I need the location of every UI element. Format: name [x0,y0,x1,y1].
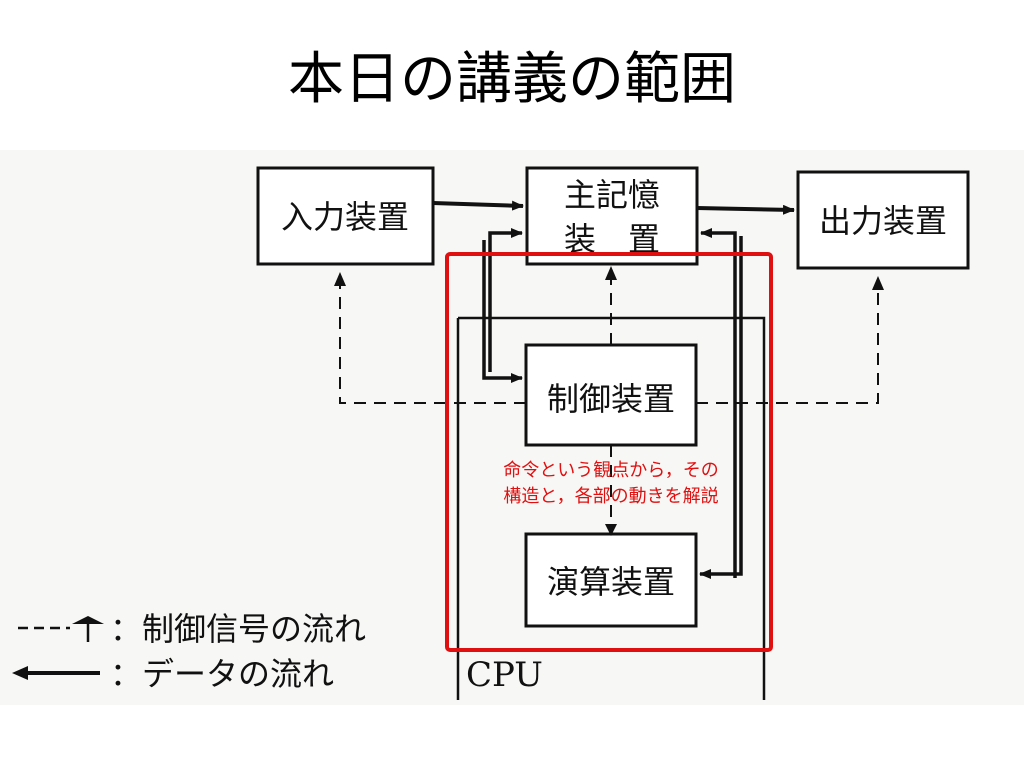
cpu-enclosure [456,316,766,700]
data-arrow-memory-to-output [696,204,795,215]
control-signal-arrowheads [334,266,884,536]
lecture-scope-highlight [445,252,773,652]
legend-data-flow-text: ：データの流れ [110,655,334,693]
alu-label: 演算装置 [547,563,675,601]
data-arrow-input-to-memory [432,200,524,211]
highlight-note-line2: 構造と，各部の動きを解説 [503,486,718,507]
slide-title: 本日の講義の範囲 [288,47,736,112]
output-device-box [796,170,970,270]
data-arrow-alu-memory [699,236,743,579]
control-unit-label: 制御装置 [547,380,675,418]
input-device-box [256,166,435,266]
legend-control-signal [18,616,104,642]
cpu-label: CPU [466,655,543,695]
data-arrow-memory-control [488,228,523,372]
control-signal-lines [339,274,879,530]
highlight-note-line1: 命令という観点から，その [503,460,718,481]
main-memory-label-line2: 装 置 [564,220,660,258]
legend-control-signal-text: ：制御信号の流れ [110,610,366,648]
main-memory-label-line1: 主記憶 [564,176,660,214]
legend-data-flow [12,666,100,680]
alu-box [524,532,698,628]
main-memory-box [525,166,699,266]
input-device-label: 入力装置 [281,198,409,236]
output-device-label: 出力装置 [819,202,947,240]
data-arrow-memory-control-down [482,240,523,383]
data-arrow-memory-alu [700,228,737,578]
